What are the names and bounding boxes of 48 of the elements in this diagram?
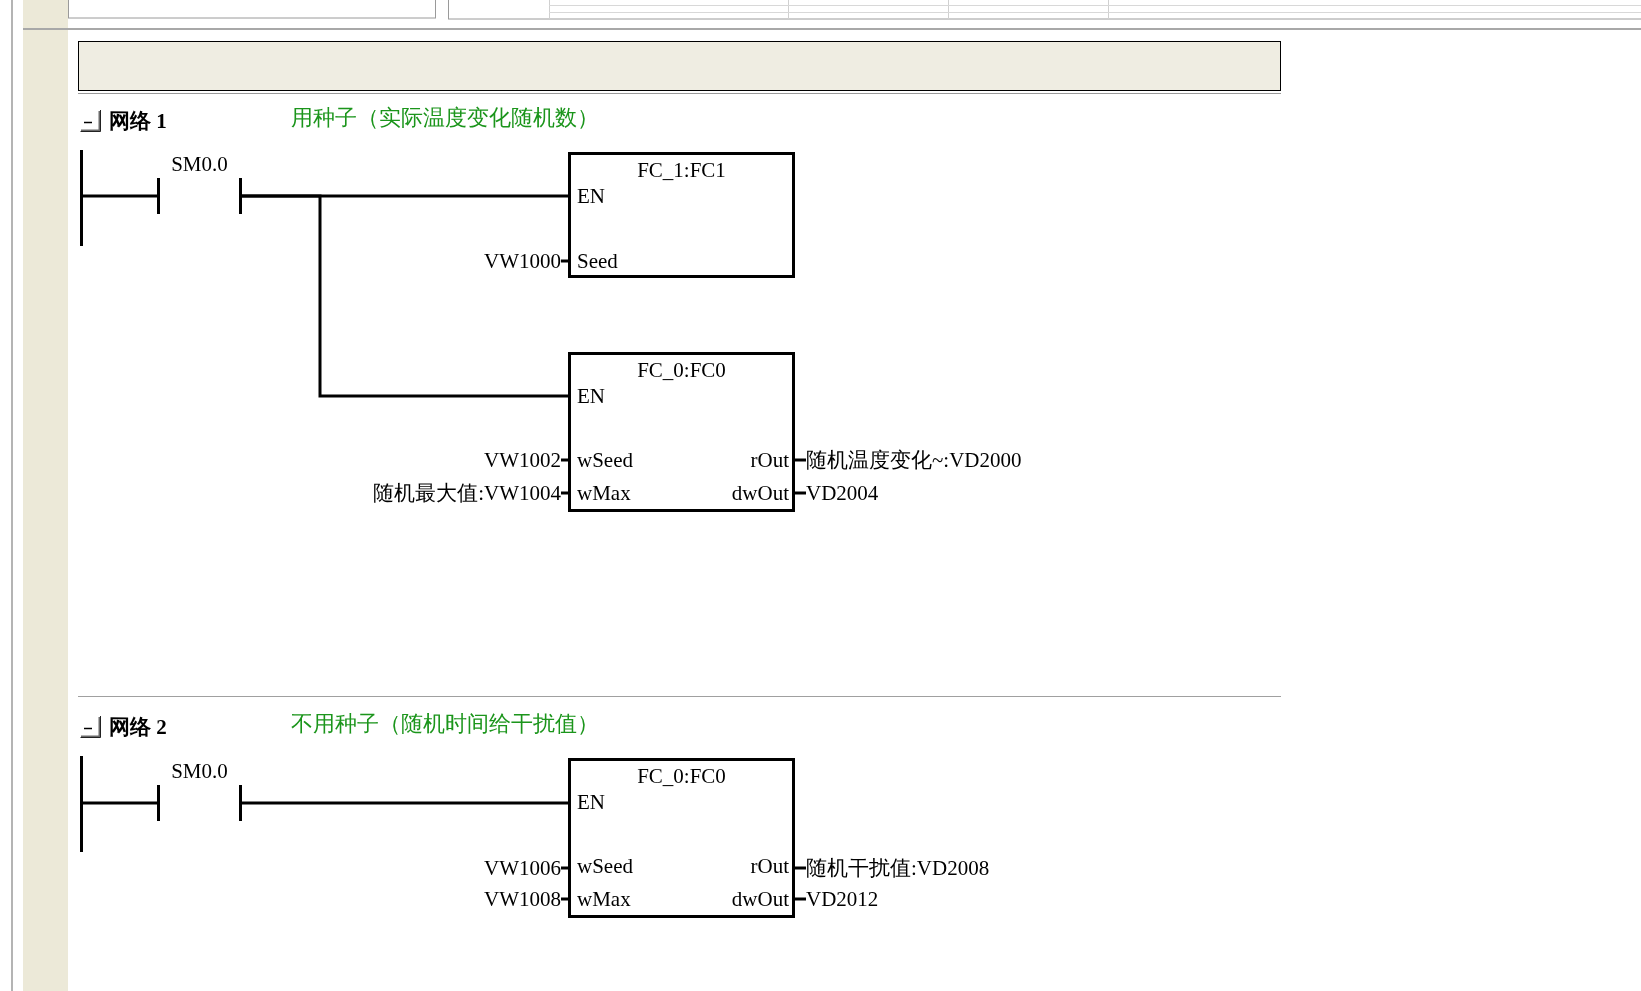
wire xyxy=(242,801,568,805)
wire xyxy=(795,897,806,901)
operand-label: 随机干扰值:VD2008 xyxy=(806,856,990,880)
pin-label: EN xyxy=(577,790,605,814)
network-title: 网络 1 xyxy=(109,108,167,134)
wire xyxy=(561,259,568,263)
function-block xyxy=(568,152,795,278)
wire xyxy=(561,866,568,870)
operand-label: VD2012 xyxy=(806,887,879,911)
wire xyxy=(83,194,157,198)
wire xyxy=(795,866,806,870)
wire xyxy=(795,458,806,462)
function-block xyxy=(568,758,795,918)
pin-label: EN xyxy=(577,384,605,408)
wire xyxy=(795,491,806,495)
operand-label: VW1006 xyxy=(484,856,561,880)
contact-address: SM0.0 xyxy=(171,759,228,783)
network-comment: 不用种子（随机时间给干扰值） xyxy=(291,711,599,737)
wire xyxy=(561,897,568,901)
pin-label: wMax xyxy=(577,481,631,505)
wire xyxy=(242,194,568,398)
operand-label: VW1000 xyxy=(484,249,561,273)
operand-label: 随机温度变化~:VD2000 xyxy=(806,448,1022,472)
wire xyxy=(561,458,568,462)
operand-label: VD2004 xyxy=(806,481,879,505)
block-title: FC_1:FC1 xyxy=(637,158,726,182)
pin-label: Seed xyxy=(577,249,618,273)
pin-label: rOut xyxy=(750,854,789,878)
pin-label: rOut xyxy=(750,448,789,472)
pin-label: wSeed xyxy=(577,854,633,878)
pin-label: dwOut xyxy=(731,887,789,911)
network-comment: 用种子（实际温度变化随机数） xyxy=(291,105,599,131)
function-block xyxy=(568,352,795,512)
operand-label: VW1008 xyxy=(484,887,561,911)
pin-label: dwOut xyxy=(731,481,789,505)
power-rail xyxy=(80,150,83,246)
block-title: FC_0:FC0 xyxy=(637,764,726,788)
network-title: 网络 2 xyxy=(109,714,167,740)
operand-label: 随机最大值:VW1004 xyxy=(373,481,561,505)
block-title: FC_0:FC0 xyxy=(637,358,726,382)
wire xyxy=(83,801,157,805)
pin-label: wMax xyxy=(577,887,631,911)
power-rail xyxy=(80,756,83,852)
wire xyxy=(561,491,568,495)
operand-label: VW1002 xyxy=(484,448,561,472)
contact-address: SM0.0 xyxy=(171,152,228,176)
pin-label: wSeed xyxy=(577,448,633,472)
pin-label: EN xyxy=(577,184,605,208)
